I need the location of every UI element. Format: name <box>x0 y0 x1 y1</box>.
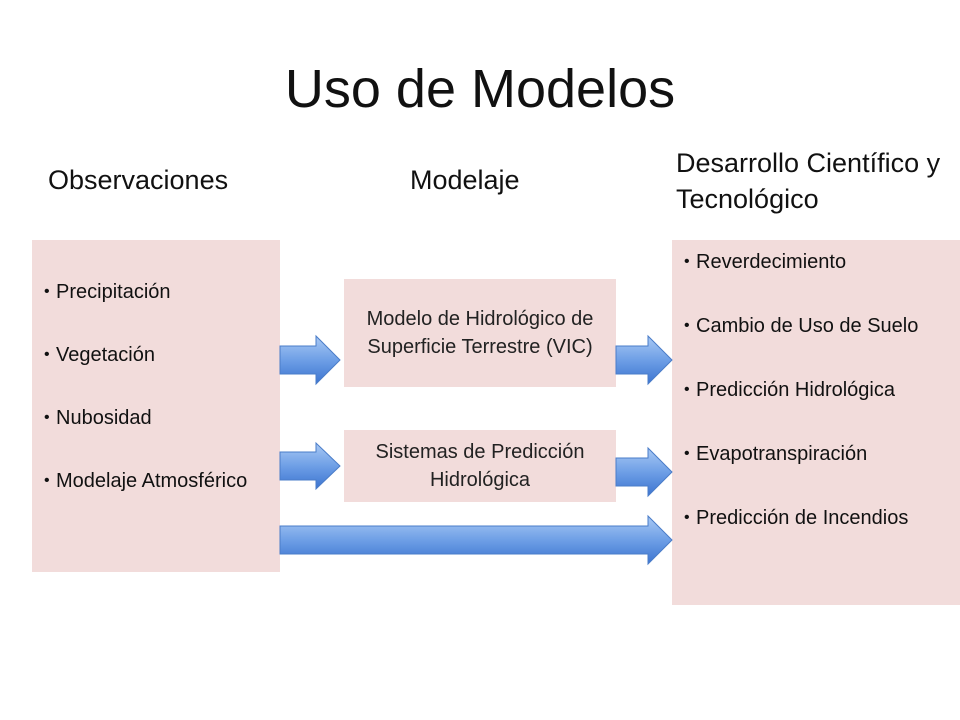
observations-heading: Observaciones <box>48 165 229 195</box>
development-item: Reverdecimiento <box>684 248 954 276</box>
development-heading: Desarrollo Científico y Tecnológico <box>676 148 941 214</box>
observation-item: Modelaje Atmosférico <box>44 467 270 495</box>
vic-model-box: Modelo de Hidrológico de Superficie Terr… <box>344 279 616 387</box>
observation-item: Nubosidad <box>44 404 270 432</box>
observation-item: Precipitación <box>44 278 270 306</box>
arrow-systems-to-development <box>615 446 673 498</box>
arrow-obs-to-systems <box>279 441 341 491</box>
development-item: Evapotranspiración <box>684 440 954 468</box>
development-list: Reverdecimiento Cambio de Uso de Suelo P… <box>684 248 954 532</box>
development-item: Cambio de Uso de Suelo <box>684 312 954 340</box>
observation-item: Vegetación <box>44 341 270 369</box>
modeling-heading: Modelaje <box>410 165 520 195</box>
slide-title: Uso de Modelos <box>284 59 676 119</box>
development-box: Reverdecimiento Cambio de Uso de Suelo P… <box>672 240 960 605</box>
development-item: Predicción de Incendios <box>684 504 954 532</box>
observations-list: Precipitación Vegetación Nubosidad Model… <box>44 278 270 495</box>
arrow-obs-to-vic <box>279 334 341 386</box>
observations-box: Precipitación Vegetación Nubosidad Model… <box>32 240 280 572</box>
arrow-obs-to-development <box>279 514 673 566</box>
development-item: Predicción Hidrológica <box>684 376 954 404</box>
prediction-systems-box: Sistemas de Predicción Hidrológica <box>344 430 616 502</box>
arrow-vic-to-development <box>615 334 673 386</box>
